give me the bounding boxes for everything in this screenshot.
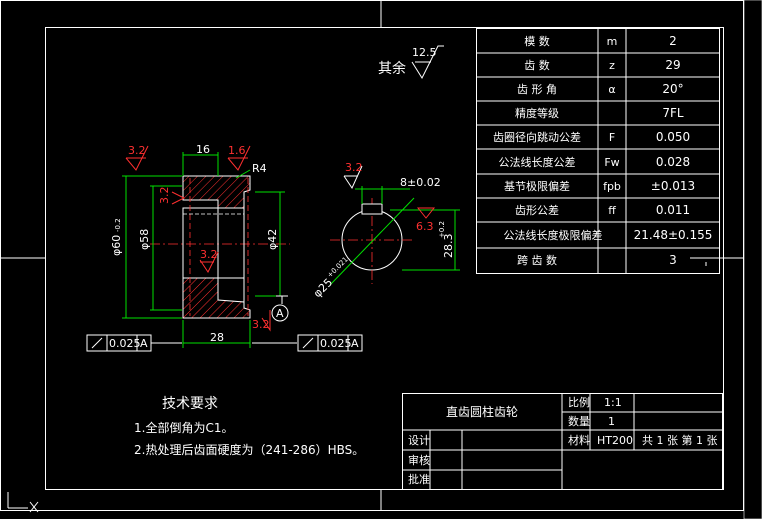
dim-radius: R4 (252, 162, 267, 175)
title-material-label: 材料 (568, 433, 590, 447)
dim-dia-outer: φ60 (110, 235, 123, 256)
spec-row-name: 基节极限偏差 (504, 179, 570, 193)
tolerance-frame-left (86, 334, 182, 352)
title-review-label: 审核 (408, 453, 430, 467)
dim-key-width: 8±0.02 (400, 176, 441, 189)
end-view-dimensions (329, 186, 460, 286)
spec-row-value: 29 (665, 58, 680, 72)
tech-requirements-title: 技术要求 (162, 396, 218, 412)
tech-requirement-item: 2.热处理后齿面硬度为（241-286）HBS。 (134, 442, 364, 457)
spec-row-name: 精度等级 (515, 106, 559, 120)
tolerance-right-datum: A (351, 337, 359, 350)
spec-table-rows: 模 数 m 2 齿 数 z 29 齿 形 角 α 20° 精度等级 7FL 齿圈… (493, 34, 712, 267)
spec-row-symbol: ff (608, 204, 616, 217)
dim-dia-58: φ58 (138, 229, 151, 250)
roughness-note-value: 12.5 (412, 46, 437, 59)
dim-rough-key: 3.2 (345, 161, 363, 174)
dim-rough-bore: 6.3 (416, 220, 434, 233)
title-scale-label: 比例 (568, 395, 590, 409)
tolerance-left-value: 0.025 (109, 337, 141, 350)
spec-row-symbol: Fw (604, 156, 619, 169)
dim-rough-bottom: 3.2 (252, 318, 270, 331)
title-approve-label: 批准 (408, 472, 430, 486)
dim-bore-dia-tol: +0.021 (326, 255, 350, 279)
spec-row-value: 3 (669, 253, 677, 267)
ucs-icon (7, 492, 39, 513)
spec-row-name: 模 数 (524, 35, 550, 48)
title-part-name: 直齿圆柱齿轮 (446, 404, 518, 419)
spec-row-name: 公法线长度公差 (499, 155, 576, 169)
end-view-roughness (343, 165, 363, 190)
gear-section-view (150, 175, 290, 319)
dim-key-depth-tol: +0.2 (438, 221, 446, 238)
spec-row-symbol: fpb (603, 180, 621, 193)
spec-row-value: 0.011 (656, 203, 690, 217)
dim-rough-side: 3.2 (158, 187, 171, 205)
spec-row-value: 20° (662, 82, 683, 96)
spec-row-symbol: α (608, 83, 615, 96)
spec-row-value: 21.48±0.155 (634, 228, 713, 242)
spec-row-value: 0.050 (656, 130, 690, 144)
bore-roughness-symbol (416, 207, 436, 219)
roughness-symbols (125, 145, 271, 332)
dim-bore-dia: φ25 (311, 276, 335, 300)
cursor-crosshair (690, 257, 724, 266)
spec-row-value: 2 (669, 34, 677, 48)
datum-label: A (276, 307, 284, 320)
spec-table-grid (476, 28, 720, 274)
spec-row-value: 7FL (662, 106, 684, 120)
tolerance-right-value: 0.025 (320, 337, 352, 350)
tolerance-frame-right (252, 334, 363, 352)
spec-row-symbol: F (609, 131, 615, 144)
dim-dia-outer-tol: -0.2 (114, 218, 122, 232)
viewport-scroll-strip[interactable] (743, 0, 762, 519)
title-qty-label: 数量 (568, 415, 590, 428)
spec-row-name: 齿形公差 (515, 203, 559, 217)
tolerance-left-datum: A (140, 337, 148, 350)
spec-row-symbol: m (607, 35, 618, 48)
title-design-label: 设计 (408, 434, 430, 447)
spec-row-symbol: z (609, 59, 615, 72)
spec-row-name: 齿圈径向跳动公差 (493, 130, 581, 144)
spec-row-name: 跨 齿 数 (517, 254, 557, 267)
roughness-general-symbol (411, 45, 444, 80)
dim-width-top: 16 (196, 143, 210, 156)
gear-end-view (330, 198, 414, 284)
tech-requirement-item: 1.全部倒角为C1。 (134, 420, 233, 435)
dim-rough-right-top: 1.6 (228, 144, 246, 157)
title-scale-value: 1:1 (604, 396, 622, 409)
spec-row-value: 0.028 (656, 155, 690, 169)
gear-section-dimensions (122, 152, 285, 348)
dim-rough-left-top: 3.2 (128, 144, 146, 157)
title-qty-value: 1 (608, 415, 615, 428)
roughness-note-label: 其余 (378, 60, 406, 77)
dim-length-28: 28 (210, 331, 224, 344)
spec-row-value: ±0.013 (651, 179, 695, 193)
spec-row-name: 齿 形 角 (517, 83, 557, 96)
spec-row-name: 公法线长度极限偏差 (504, 228, 603, 242)
title-block-grid (402, 393, 723, 490)
dim-rough-center: 3.2 (200, 248, 218, 261)
datum-marker (271, 295, 289, 322)
title-sheet-info: 共 1 张 第 1 张 (642, 433, 717, 447)
dim-dia-42: φ42 (266, 229, 279, 250)
dim-key-depth: 28.3 (442, 234, 455, 259)
title-material-value: HT200 (597, 434, 633, 447)
spec-row-name: 齿 数 (524, 59, 550, 72)
